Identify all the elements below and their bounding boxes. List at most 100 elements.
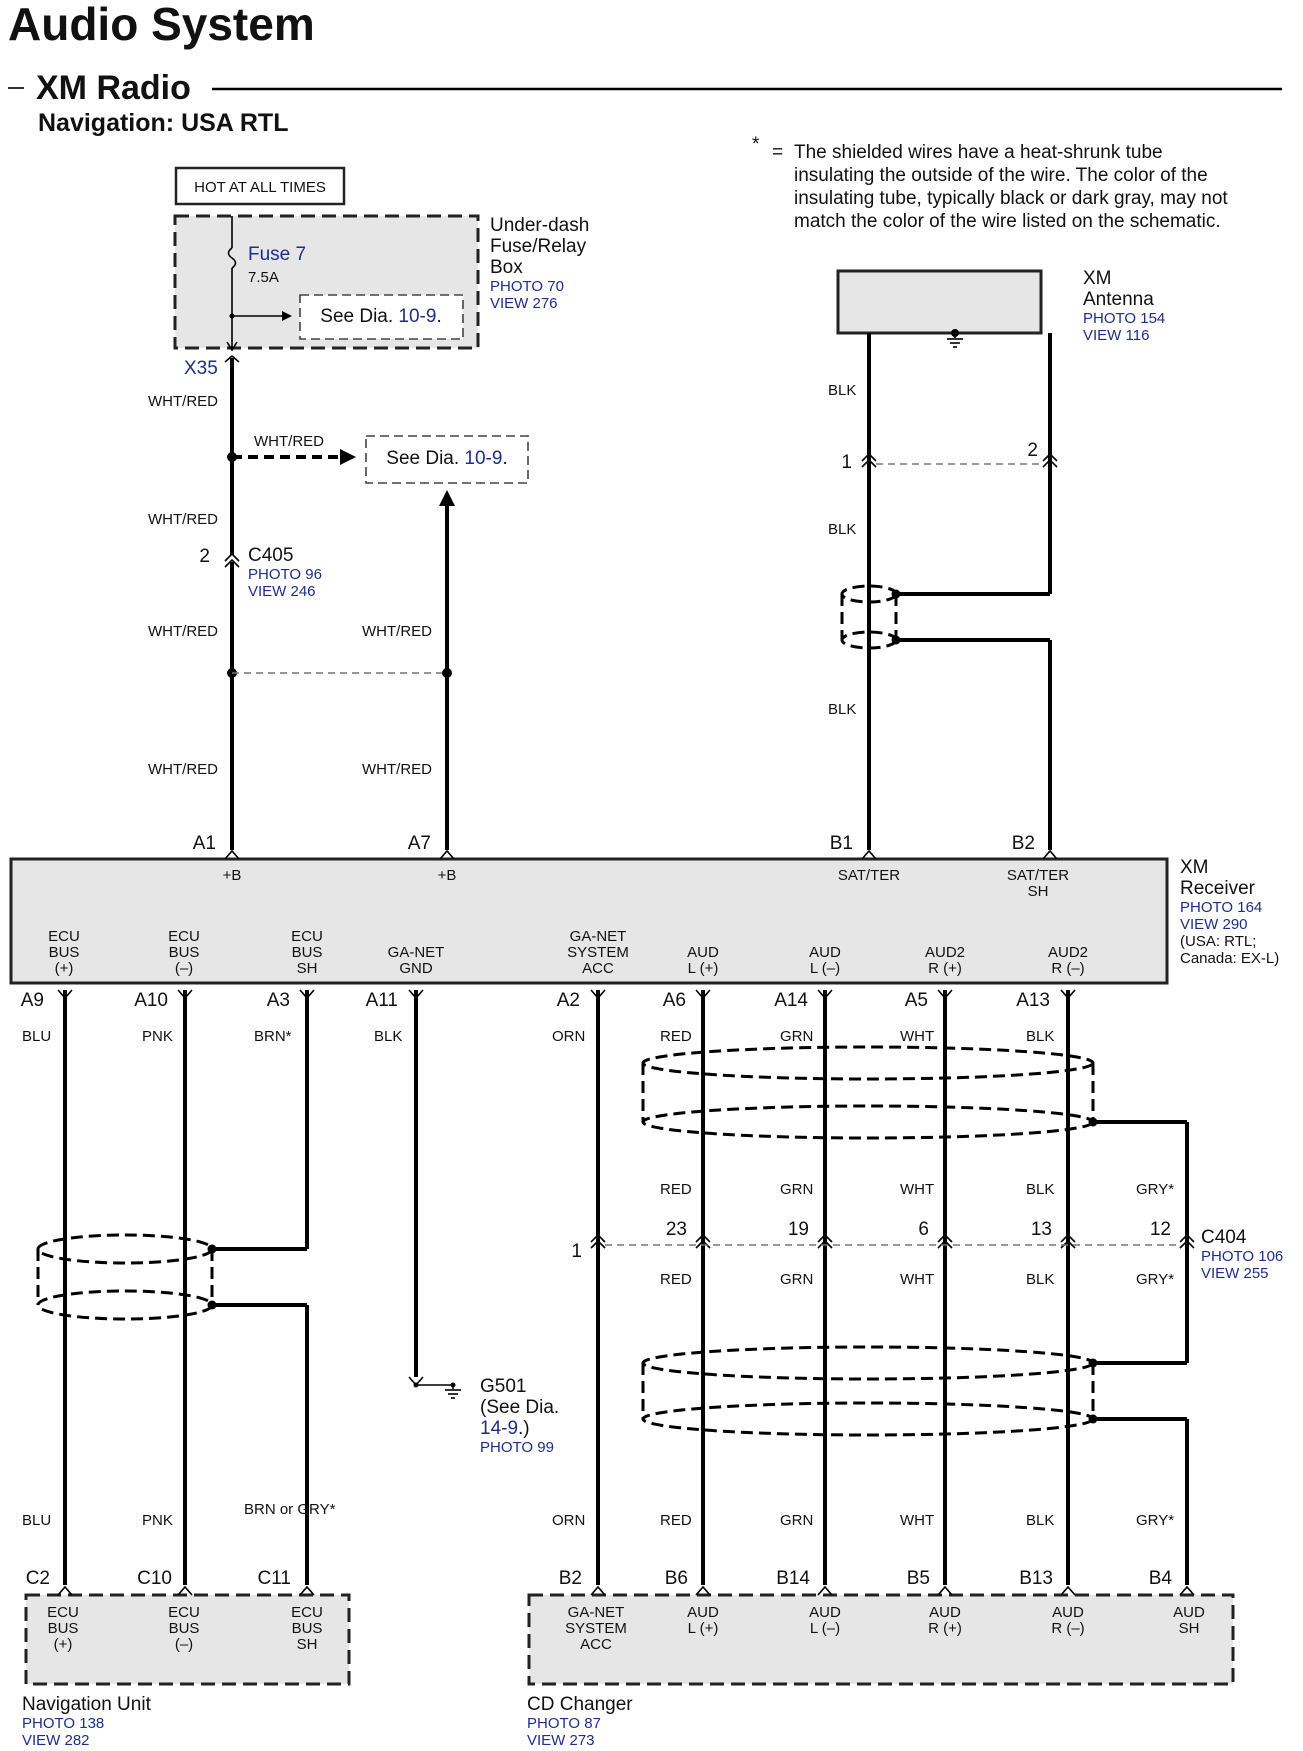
c405-view[interactable]: VIEW 246 — [248, 583, 316, 600]
c404-pin: 6 — [918, 1219, 929, 1240]
navigation-unit-photo[interactable]: PHOTO 138 — [22, 1715, 104, 1732]
nav-pin-c2: BLU C2 ECU BUS (+) — [22, 1512, 79, 1653]
svg-text:BUS: BUS — [48, 1620, 79, 1637]
svg-text:ACC: ACC — [580, 1636, 612, 1653]
cd-changer-view[interactable]: VIEW 273 — [527, 1732, 595, 1749]
svg-text:AUD2: AUD2 — [1048, 944, 1088, 961]
g501-photo[interactable]: PHOTO 99 — [480, 1439, 554, 1456]
audio-shield-lower — [641, 1345, 1098, 1437]
svg-text:A6: A6 — [663, 990, 686, 1011]
fuse-box-name-2: Fuse/Relay — [490, 236, 587, 257]
svg-text:GRN: GRN — [780, 1512, 813, 1529]
cd-changer-box — [527, 1593, 1235, 1686]
navigation-unit-view[interactable]: VIEW 282 — [22, 1732, 90, 1749]
see-dia-link-1[interactable]: See Dia. 10-9. — [320, 306, 441, 327]
fuse-box-photo[interactable]: PHOTO 70 — [490, 278, 564, 295]
wire-color-label: GRN — [780, 1181, 813, 1198]
svg-text:ECU: ECU — [291, 1604, 323, 1621]
cd-pin-b2: ORN B2 GA-NET SYSTEM ACC — [552, 1512, 627, 1653]
svg-text:C2: C2 — [26, 1568, 50, 1589]
svg-text:BUS: BUS — [49, 944, 80, 961]
fuse-rating: 7.5A — [248, 269, 279, 286]
navigation-variant: Navigation: USA RTL — [38, 109, 288, 137]
cd-pin-b4: GRY* B4 AUD SH — [1136, 1512, 1205, 1637]
g501-see-link[interactable]: 14-9.) — [480, 1418, 530, 1439]
wire-color-label: WHT/RED — [362, 623, 432, 640]
wire-color-label: BLK — [828, 521, 856, 538]
hot-at-all-times-box — [174, 166, 346, 206]
receiver-top-pin-a1: A1 +B — [193, 833, 242, 884]
antenna-view[interactable]: VIEW 116 — [1083, 327, 1149, 344]
fuse-box-name-3: Box — [490, 257, 523, 278]
svg-text:BLU: BLU — [22, 1028, 51, 1045]
svg-text:AUD: AUD — [1052, 1604, 1084, 1621]
connector-icon — [1042, 452, 1058, 462]
see-dia-link-2[interactable]: See Dia. 10-9. — [386, 448, 507, 469]
wire-color-label: BLK — [828, 701, 856, 718]
c404-photo[interactable]: PHOTO 106 — [1201, 1248, 1283, 1265]
wire-color-label: WHT — [900, 1181, 934, 1198]
svg-text:A3: A3 — [267, 990, 290, 1011]
cd-pin-b5: WHT B5 AUD R (+) — [900, 1512, 962, 1637]
svg-text:AUD: AUD — [687, 1604, 719, 1621]
wire-color-label: BLK — [1026, 1271, 1054, 1288]
svg-text:The shielded wires have a heat: The shielded wires have a heat-shrunk tu… — [794, 142, 1163, 163]
svg-text:ECU: ECU — [168, 928, 200, 945]
nav-pin-c11: BRN or GRY* C11 ECU BUS SH — [244, 1501, 336, 1653]
receiver-bottom-pin-a5: AUD2 R (+) A5 WHT — [900, 944, 965, 1045]
svg-text:SAT/TER: SAT/TER — [838, 867, 900, 884]
connector-c405-icon — [224, 552, 240, 562]
svg-text:A7: A7 — [408, 833, 431, 854]
nav-pin-c10: PNK C10 ECU BUS (–) — [137, 1512, 200, 1653]
svg-text:A13: A13 — [1016, 990, 1050, 1011]
wire-color-label: WHT/RED — [148, 761, 218, 778]
c404-view[interactable]: VIEW 255 — [1201, 1265, 1269, 1282]
svg-text:ORN: ORN — [552, 1028, 585, 1045]
svg-text:SAT/TER: SAT/TER — [1007, 867, 1069, 884]
svg-text:SYSTEM: SYSTEM — [565, 1620, 627, 1637]
receiver-top-pin-a7: A7 +B — [408, 833, 457, 884]
receiver-note-2: Canada: EX-L) — [1180, 950, 1279, 967]
antenna-pin-1: 1 — [841, 452, 852, 473]
svg-text:A9: A9 — [21, 990, 44, 1011]
fuse-box-view[interactable]: VIEW 276 — [490, 295, 558, 312]
hot-at-all-times-label: HOT AT ALL TIMES — [194, 179, 326, 196]
svg-text:BLK: BLK — [1026, 1512, 1054, 1529]
svg-text:B2: B2 — [559, 1568, 582, 1589]
cd-changer-photo[interactable]: PHOTO 87 — [527, 1715, 601, 1732]
arrow-right-icon — [340, 449, 356, 465]
see-dia-box-2 — [365, 435, 529, 484]
wire-color-label: BLK — [1026, 1181, 1054, 1198]
svg-text:B2: B2 — [1012, 833, 1035, 854]
svg-text:GA-NET: GA-NET — [388, 944, 445, 961]
svg-text:BRN*: BRN* — [254, 1028, 292, 1045]
svg-text:R (+): R (+) — [928, 960, 962, 977]
receiver-photo[interactable]: PHOTO 164 — [1180, 899, 1262, 916]
svg-text:A2: A2 — [557, 990, 580, 1011]
receiver-name-2: Receiver — [1180, 878, 1256, 899]
svg-text:GRY*: GRY* — [1136, 1512, 1174, 1529]
svg-text:SH: SH — [1028, 883, 1049, 900]
svg-text:insulating tube, typically bla: insulating tube, typically black or dark… — [794, 188, 1228, 209]
svg-text:insulating the outside of the: insulating the outside of the wire. The … — [794, 165, 1208, 186]
connector-icon — [861, 452, 877, 462]
c405-photo[interactable]: PHOTO 96 — [248, 566, 322, 583]
receiver-bottom-pin-a9: ECU BUS (+) A9 BLU — [21, 928, 80, 1045]
svg-text:SH: SH — [297, 1636, 318, 1653]
svg-text:AUD: AUD — [809, 1604, 841, 1621]
svg-text:ECU: ECU — [48, 928, 80, 945]
wire-color-label: GRY* — [1136, 1271, 1174, 1288]
receiver-view[interactable]: VIEW 290 — [1180, 916, 1248, 933]
wire-color-label: GRY* — [1136, 1181, 1174, 1198]
fuse-symbol-icon — [227, 247, 237, 269]
ecu-bus-shield — [36, 1233, 217, 1321]
svg-text:PNK: PNK — [142, 1028, 173, 1045]
receiver-bottom-pin-a14: AUD L (–) A14 GRN — [774, 944, 841, 1045]
receiver-bottom-pin-a2: GA-NET SYSTEM ACC A2 ORN — [552, 928, 629, 1045]
cd-pin-b13: BLK B13 AUD R (–) — [1019, 1512, 1084, 1637]
antenna-photo[interactable]: PHOTO 154 — [1083, 310, 1165, 327]
connector-x35-icon — [224, 354, 240, 363]
arrow-down-icon — [226, 341, 238, 352]
c404-connector-row — [590, 1233, 1195, 1249]
